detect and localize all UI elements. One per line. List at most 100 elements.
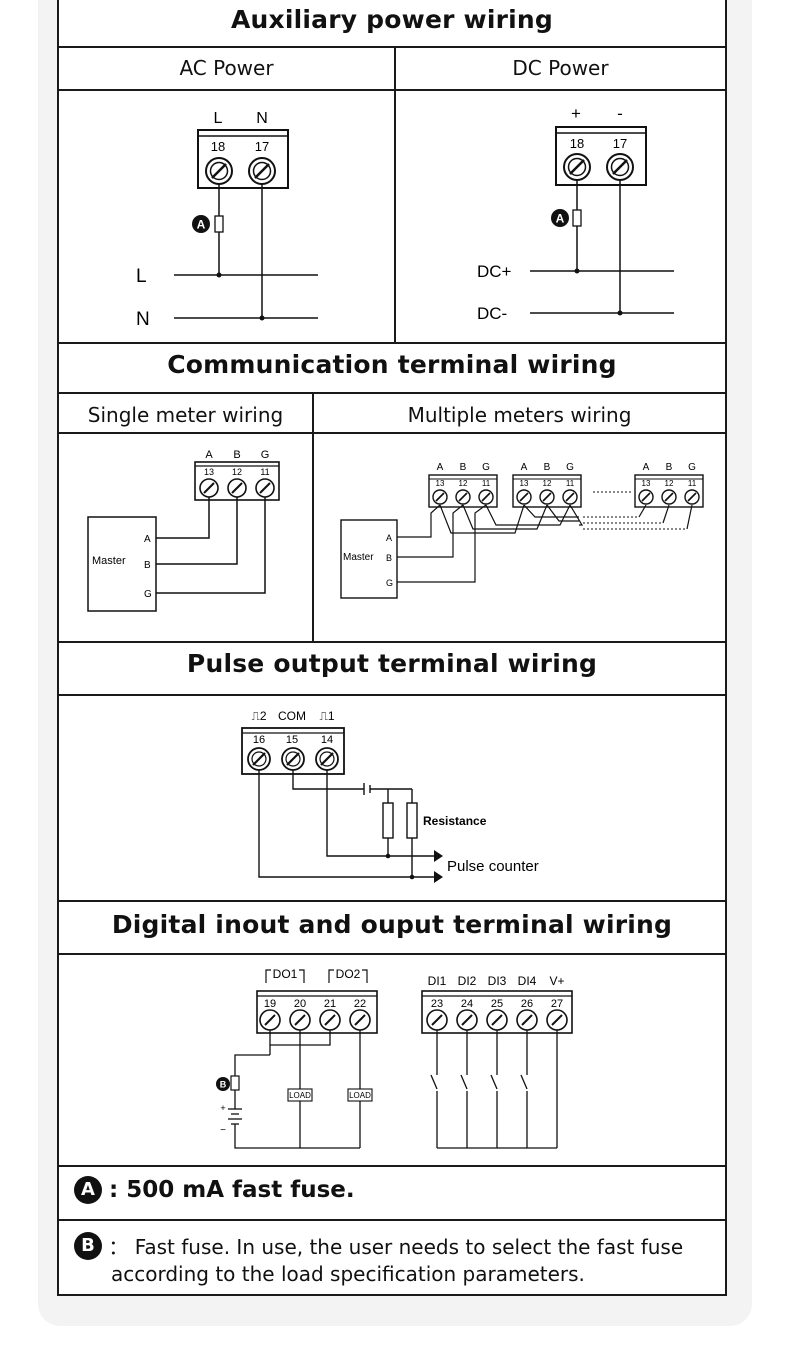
svg-text:+: + <box>220 1103 225 1113</box>
svg-text:12: 12 <box>543 479 552 488</box>
load-box <box>347 1088 373 1102</box>
pulse-symbol-label: ⎍1 <box>319 709 334 723</box>
terminal-block: A B G 13 12 11 <box>634 462 704 508</box>
row-divider <box>57 89 727 91</box>
line-label: N <box>136 309 150 330</box>
single-meter-diagram: A B G 13 12 11 Master A B G <box>78 447 293 615</box>
single-meter-label: Single meter wiring <box>87 403 284 427</box>
column-divider <box>394 47 396 343</box>
line-label: DC+ <box>477 262 512 281</box>
screw-terminal-icon <box>248 157 276 185</box>
svg-text:B: B <box>460 462 467 473</box>
comm-title: Communication terminal wiring <box>167 350 617 379</box>
master-box <box>87 516 157 612</box>
svg-text:15: 15 <box>286 734 298 746</box>
row-divider <box>57 900 727 902</box>
svg-text:13: 13 <box>204 467 214 477</box>
pulse-symbol-label: ⎍2 <box>251 709 266 723</box>
row-divider <box>57 46 727 48</box>
screw-terminal-icon <box>259 1009 371 1031</box>
svg-text:12: 12 <box>665 479 674 488</box>
svg-text:12: 12 <box>459 479 468 488</box>
svg-text:G: G <box>566 462 574 473</box>
svg-text:19: 19 <box>264 998 276 1010</box>
svg-text:A: A <box>386 533 392 543</box>
screw-terminal-icon <box>247 747 339 771</box>
do-label: DO1 <box>273 967 298 981</box>
svg-text:20: 20 <box>294 998 306 1010</box>
svg-text:A: A <box>144 534 151 545</box>
note-b: B ： Fast fuse. In use, the user needs to… <box>74 1231 683 1260</box>
svg-text:11: 11 <box>688 479 697 488</box>
di-label: DI1 <box>428 974 447 988</box>
pulse-title: Pulse output terminal wiring <box>186 649 598 678</box>
svg-text:12: 12 <box>232 467 242 477</box>
screw-terminal-icon <box>205 157 233 185</box>
svg-text:13: 13 <box>436 479 445 488</box>
master-box <box>340 519 398 599</box>
ac-power-diagram: L N 18 17 A L N <box>130 98 332 332</box>
resistor-icon <box>382 802 394 839</box>
svg-text:11: 11 <box>566 479 575 488</box>
svg-text:13: 13 <box>520 479 529 488</box>
switch-contacts <box>430 1030 558 1149</box>
do-label: DO2 <box>336 967 361 981</box>
table-border-left <box>57 0 59 1296</box>
row-divider <box>57 432 727 434</box>
table-border-right <box>725 0 727 1296</box>
note-b-line1: ： Fast fuse. In use, the user needs to s… <box>108 1235 684 1259</box>
aux-power-title: Auxiliary power wiring <box>231 5 553 34</box>
screw-terminal-icon <box>563 153 591 181</box>
svg-text:B: B <box>386 553 392 563</box>
svg-text:16: 16 <box>253 734 265 746</box>
di-label: DI2 <box>458 974 477 988</box>
terminal-number: 17 <box>255 139 269 154</box>
svg-text:22: 22 <box>354 998 366 1010</box>
svg-text:A: A <box>643 462 650 473</box>
svg-text:27: 27 <box>551 998 563 1010</box>
svg-text:B: B <box>544 462 551 473</box>
svg-text:A: A <box>521 462 528 473</box>
arrow-icon <box>434 871 443 883</box>
row-divider <box>57 1219 727 1221</box>
resistor-icon <box>406 802 418 839</box>
badge-a-icon: A <box>74 1176 102 1204</box>
terminal-label: N <box>256 110 268 127</box>
screw-terminal-icon <box>426 1009 568 1031</box>
svg-text:G: G <box>261 449 270 461</box>
pulse-output-diagram: ⎍2 COM ⎍1 16 15 14 Resistance Pulse coun… <box>236 705 554 893</box>
terminal-block: A B G 13 12 11 <box>512 462 582 508</box>
com-label: COM <box>278 709 306 723</box>
screw-terminal-icon <box>606 153 634 181</box>
svg-text:B: B <box>220 1080 227 1090</box>
fuse-icon <box>214 215 224 233</box>
svg-text:11: 11 <box>482 479 491 488</box>
svg-text:LOAD: LOAD <box>349 1091 371 1100</box>
line-label: L <box>136 266 147 287</box>
arrow-icon <box>434 850 443 862</box>
master-label: Master <box>92 555 126 567</box>
row-divider <box>57 1165 727 1167</box>
digital-title: Digital inout and ouput terminal wiring <box>111 910 673 939</box>
terminal-block: A B G 13 12 11 <box>428 462 498 508</box>
row-divider <box>57 953 727 955</box>
resistance-label: Resistance <box>423 814 487 828</box>
master-label: Master <box>343 552 374 563</box>
row-divider <box>57 694 727 696</box>
di-label: DI3 <box>488 974 507 988</box>
note-a-text: : 500 mA fast fuse. <box>109 1177 355 1203</box>
svg-text:G: G <box>482 462 490 473</box>
row-divider <box>57 641 727 643</box>
fuse-icon <box>230 1075 240 1091</box>
svg-text:B: B <box>144 560 151 571</box>
fuse-badge-icon <box>216 1077 230 1091</box>
badge-b-icon: B <box>74 1231 102 1260</box>
column-divider <box>312 393 314 642</box>
di-label: DI4 <box>518 974 537 988</box>
svg-text:G: G <box>386 578 393 588</box>
multi-meter-label: Multiple meters wiring <box>407 403 632 427</box>
svg-text:−: − <box>220 1125 226 1136</box>
terminal-label: - <box>617 104 623 123</box>
svg-text:B: B <box>666 462 673 473</box>
svg-text:21: 21 <box>324 998 336 1010</box>
